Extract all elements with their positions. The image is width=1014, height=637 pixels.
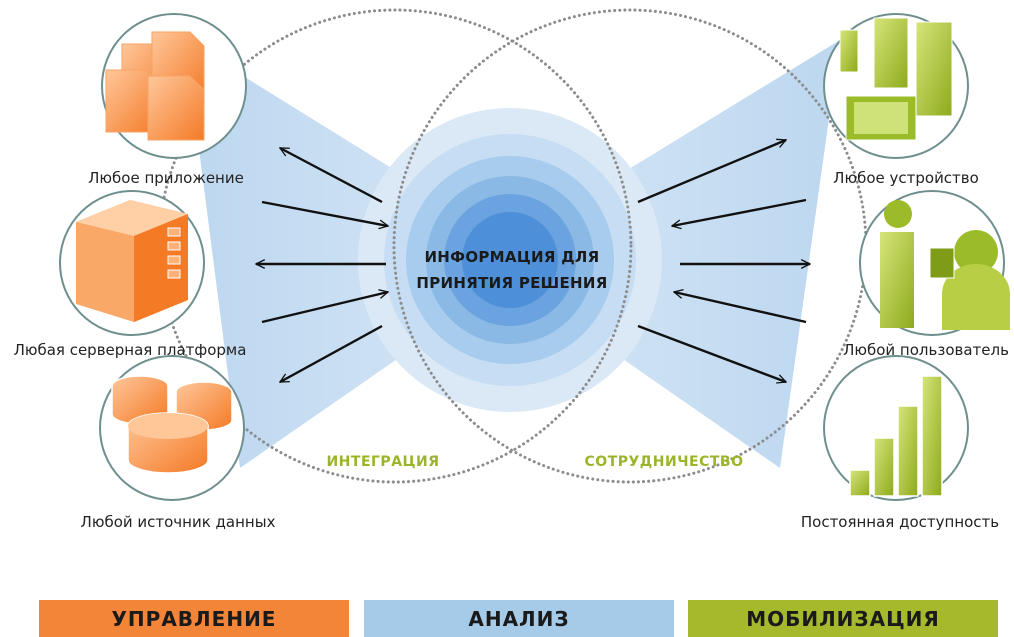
database-icon [99,355,245,501]
arrow-in-right-2 [674,292,807,324]
diagram-canvas: ИНФОРМАЦИЯ ДЛЯ ПРИНЯТИЯ РЕШЕНИЯ ИНТЕГРАЦ… [14,8,1010,531]
documents-icon [101,13,247,159]
users-icon [859,190,1010,336]
mobilization-label: МОБИЛИЗАЦИЯ [746,606,940,631]
arrow-in-right-1 [672,198,807,226]
center-title-line2: ПРИНЯТИЯ РЕШЕНИЯ [416,274,607,292]
right-item-label-1: Любое устройство [833,169,979,187]
arrow-in-left-2 [261,292,388,324]
integration-label: ИНТЕГРАЦИЯ [326,454,439,470]
left-item-label-2: Любая серверная платформа [14,341,247,359]
management-bar: УПРАВЛЕНИЕ [39,600,349,637]
right-item-label-2: Любой пользователь [843,341,1009,359]
arrow-out-left-3 [280,324,383,384]
management-label: УПРАВЛЕНИЕ [111,606,277,631]
arrow-in-left-1 [261,200,388,226]
left-item-label-1: Любое приложение [88,169,244,187]
mobilization-bar: МОБИЛИЗАЦИЯ [688,600,998,637]
analysis-bar: АНАЛИЗ [364,600,674,637]
bar-chart-icon [823,355,969,501]
right-item-label-3: Постоянная доступность [801,513,999,531]
arrow-out-left-1 [280,146,383,204]
analysis-label: АНАЛИЗ [468,606,570,631]
arrows [256,140,810,382]
server-icon [59,190,205,336]
arrow-out-right-1 [637,140,786,204]
devices-icon [823,13,969,159]
collaboration-label: СОТРУДНИЧЕСТВО [585,454,744,470]
arrow-out-right-3 [637,324,786,382]
left-item-label-3: Любой источник данных [81,513,276,531]
center-target [358,108,662,412]
center-title-line1: ИНФОРМАЦИЯ ДЛЯ [424,248,599,266]
